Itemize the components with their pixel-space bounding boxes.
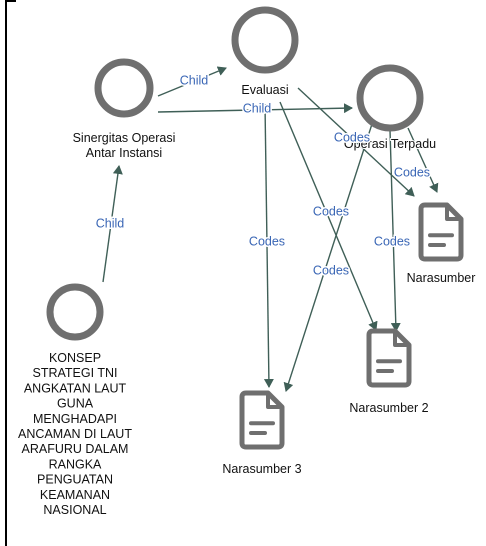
edge-label: Codes bbox=[313, 263, 349, 277]
node-label-line: ANCAMAN DI LAUT bbox=[18, 427, 132, 441]
node-evaluasi[interactable]: Evaluasi bbox=[231, 6, 299, 98]
node-label-line: ARAFURU DALAM bbox=[22, 442, 129, 456]
edge-label: Child bbox=[180, 73, 209, 87]
document-fold-icon bbox=[445, 205, 461, 221]
node-circle-icon bbox=[94, 58, 154, 118]
edge-evaluasi-to-nara3[interactable] bbox=[263, 103, 274, 388]
node-label-line: RANGKA bbox=[49, 457, 102, 471]
document-icon bbox=[366, 328, 412, 388]
node-operasi[interactable]: Operasi Terpadu bbox=[343, 64, 437, 152]
node-label-line: KONSEP bbox=[49, 351, 101, 365]
node-label-line: Antar Instansi bbox=[86, 146, 162, 160]
document-icon bbox=[239, 390, 285, 450]
node-label-line: Evaluasi bbox=[241, 83, 288, 97]
node-label-line: Sinergitas Operasi bbox=[73, 131, 176, 145]
edge-label: Codes bbox=[374, 234, 410, 248]
edge-label: Codes bbox=[249, 234, 285, 248]
node-label-line: PENGUATAN bbox=[37, 473, 113, 487]
node-label-line: NASIONAL bbox=[43, 503, 106, 517]
node-label-line: GUNA bbox=[57, 397, 94, 411]
edge-operasi-to-nara1[interactable] bbox=[407, 127, 439, 193]
edge-operasi-to-nara3[interactable] bbox=[283, 123, 373, 392]
node-nara3[interactable]: Narasumber 3 bbox=[221, 390, 303, 477]
node-label-line: KEAMANAN bbox=[40, 488, 110, 502]
edge-label: Child bbox=[96, 216, 125, 230]
node-label-line: ANGKATAN LAUT bbox=[24, 381, 127, 395]
edges-layer bbox=[102, 66, 439, 392]
node-label-line: Narasumber 2 bbox=[349, 401, 428, 415]
edge-label: Codes bbox=[394, 165, 430, 179]
document-icon bbox=[418, 202, 464, 262]
node-label-line: Narasumber bbox=[407, 271, 476, 285]
document-fold-icon bbox=[393, 331, 409, 347]
edge-konsep-to-sinergitas[interactable] bbox=[102, 165, 123, 283]
edge-evaluasi-to-nara1[interactable] bbox=[297, 87, 415, 197]
node-circle-icon bbox=[356, 64, 424, 132]
edge-label: Codes bbox=[334, 130, 370, 144]
document-fold-icon bbox=[266, 393, 282, 409]
node-nara1[interactable]: Narasumber bbox=[406, 202, 476, 286]
node-circle-icon bbox=[231, 6, 299, 74]
node-label-line: Narasumber 3 bbox=[222, 462, 301, 476]
edge-evaluasi-to-nara2[interactable] bbox=[279, 101, 378, 331]
edge-sinergitas-to-evaluasi[interactable] bbox=[157, 66, 227, 97]
edge-labels-layer: ChildChildChildCodesCodesCodesCodesCodes… bbox=[94, 72, 431, 279]
edge-label: Codes bbox=[313, 204, 349, 218]
edge-operasi-to-nara2[interactable] bbox=[389, 129, 401, 332]
node-label-line: Operasi Terpadu bbox=[344, 137, 436, 151]
node-label-line: STRATEGI TNI bbox=[33, 366, 118, 380]
node-nara2[interactable]: Narasumber 2 bbox=[348, 328, 430, 416]
node-label-line: MENGHADAPI bbox=[33, 412, 117, 426]
edge-label: Child bbox=[243, 101, 272, 115]
node-circle-icon bbox=[46, 283, 104, 341]
